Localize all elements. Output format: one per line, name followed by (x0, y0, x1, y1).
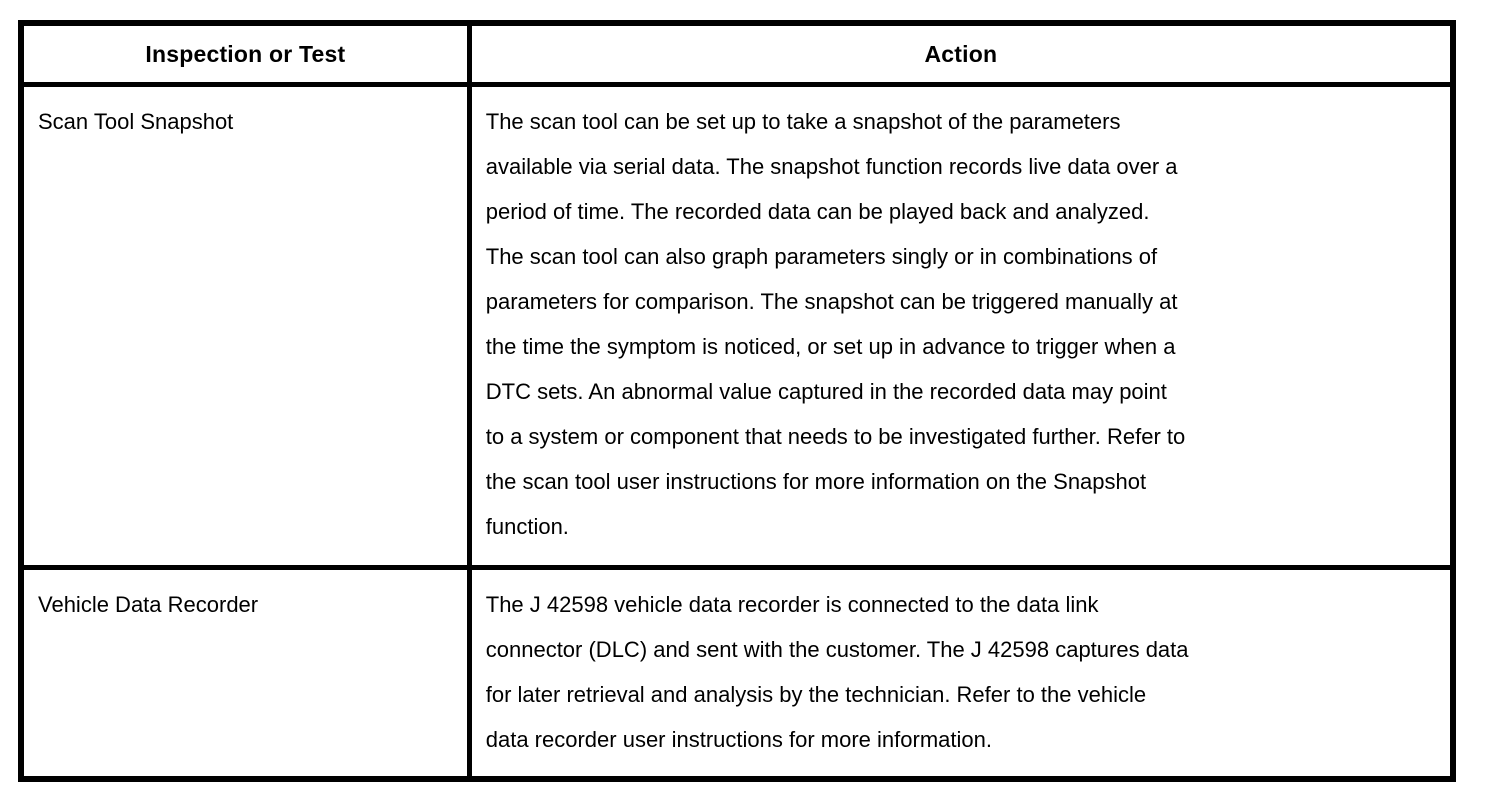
inspection-action-table: Inspection or Test Action Scan Tool Snap… (18, 20, 1456, 782)
table-header-row: Inspection or Test Action (18, 20, 1456, 87)
action-text-scan-tool-snapshot: The scan tool can be set up to take a sn… (485, 109, 1186, 539)
action-cell: The J 42598 vehicle data recorder is con… (466, 565, 1456, 782)
action-cell: The scan tool can be set up to take a sn… (466, 82, 1456, 570)
inspection-label-scan-tool-snapshot: Scan Tool Snapshot (38, 109, 234, 134)
column-header-action: Action (466, 20, 1456, 87)
inspection-cell: Vehicle Data Recorder (18, 565, 472, 782)
inspection-cell: Scan Tool Snapshot (18, 82, 472, 570)
table-row: Vehicle Data Recorder The J 42598 vehicl… (18, 565, 1456, 782)
table-row: Scan Tool Snapshot The scan tool can be … (18, 82, 1456, 570)
inspection-label-vehicle-data-recorder: Vehicle Data Recorder (38, 592, 259, 617)
column-header-inspection-or-test: Inspection or Test (18, 20, 472, 87)
action-text-vehicle-data-recorder: The J 42598 vehicle data recorder is con… (485, 592, 1189, 752)
